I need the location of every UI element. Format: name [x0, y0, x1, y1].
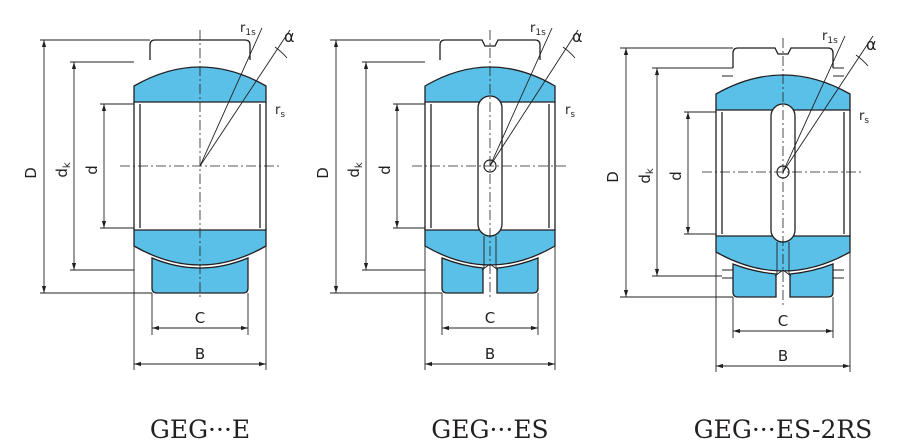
- ext-lines: [330, 39, 556, 370]
- svg-text:r1s: r1s: [822, 29, 838, 46]
- label-rs-sub: s: [864, 116, 869, 126]
- label-rs: r: [859, 109, 865, 124]
- label-B: B: [195, 345, 205, 363]
- outer-ring-bottom-left: [732, 263, 777, 298]
- label-alpha: α: [866, 35, 877, 54]
- bore: [715, 110, 851, 236]
- label-B: B: [485, 345, 495, 363]
- angle-line-2: [199, 27, 263, 167]
- label-alpha: α: [572, 27, 583, 46]
- alpha-arc: [855, 54, 869, 67]
- caption-geg-es: GEG···ES: [431, 415, 548, 444]
- seal-bottom: [722, 269, 844, 279]
- caption-geg-es-2rs: GEG···ES-2RS: [694, 415, 873, 444]
- label-rs: r: [565, 103, 571, 118]
- lube-groove: [774, 242, 792, 277]
- outer-ring-bottom-left: [441, 257, 484, 294]
- label-r1s-sub: 1s: [827, 36, 838, 46]
- figure-geg-e: D dk d C B r1s rs α GEG···E: [22, 21, 295, 444]
- label-d: d: [667, 171, 685, 181]
- label-dk-sub: k: [62, 162, 73, 168]
- label-r1s-sub: 1s: [535, 28, 546, 38]
- angle-line-2: [489, 27, 553, 167]
- ext-lines: [620, 47, 851, 372]
- figure-geg-es-2rs: D dk d C B r1s rs α GEG···ES-2RS: [604, 29, 877, 444]
- label-r1s-sub: 1s: [245, 28, 256, 38]
- angle-line: [782, 35, 874, 173]
- label-dk: d: [53, 168, 71, 178]
- label-alpha: α: [284, 27, 295, 46]
- label-r1s: r: [530, 21, 536, 36]
- label-dk: d: [345, 168, 363, 178]
- label-dk-sub: k: [645, 168, 656, 174]
- svg-text:rs: rs: [275, 103, 285, 120]
- label-rs-sub: s: [570, 110, 575, 120]
- outer-ring: [439, 39, 541, 60]
- outer-ring-bottom: [151, 257, 249, 294]
- svg-text:r1s: r1s: [530, 21, 546, 38]
- caption-geg-e: GEG···E: [150, 415, 250, 444]
- label-D: D: [22, 167, 40, 179]
- label-C: C: [195, 309, 205, 327]
- label-D: D: [604, 171, 622, 183]
- svg-text:r1s: r1s: [240, 21, 256, 38]
- alpha-arc: [274, 46, 288, 59]
- label-r1s: r: [240, 21, 246, 36]
- outer-ring-bottom-right: [496, 257, 539, 294]
- svg-text:dk: dk: [53, 162, 73, 178]
- seal-top: [722, 67, 844, 77]
- label-D: D: [314, 167, 332, 179]
- label-B: B: [778, 347, 788, 365]
- label-dk-sub: k: [354, 162, 365, 168]
- label-C: C: [485, 309, 495, 327]
- label-d: d: [376, 165, 394, 175]
- alpha-arc: [562, 46, 576, 59]
- angle-line: [489, 29, 579, 167]
- outer-ring-bottom-right: [789, 263, 834, 298]
- outer-ring: [732, 47, 834, 68]
- label-d: d: [83, 165, 101, 175]
- label-rs-sub: s: [280, 110, 285, 120]
- svg-text:rs: rs: [859, 109, 869, 126]
- svg-text:dk: dk: [636, 168, 656, 184]
- label-rs: r: [275, 103, 281, 118]
- label-dk: d: [636, 174, 654, 184]
- label-r1s: r: [822, 29, 828, 44]
- angle-line-2: [782, 35, 846, 173]
- svg-text:rs: rs: [565, 103, 575, 120]
- figure-geg-es: D dk d C B r1s rs α GEG···ES: [314, 21, 583, 444]
- ext-lines: [40, 39, 267, 370]
- label-C: C: [778, 312, 788, 330]
- angle-line: [199, 29, 291, 167]
- svg-text:dk: dk: [345, 162, 365, 178]
